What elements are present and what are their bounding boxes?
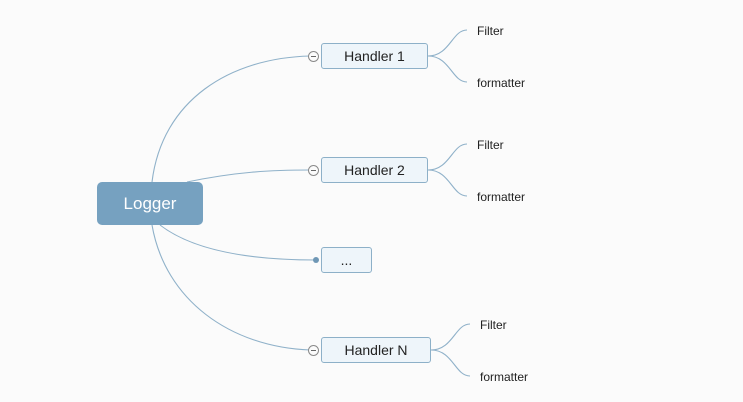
connector-handler-n-formatter bbox=[430, 349, 471, 377]
connector-root-ellipsis bbox=[159, 224, 317, 261]
connector-handler-1-filter bbox=[427, 29, 468, 57]
root-node-label: Logger bbox=[123, 193, 177, 213]
connector-root-handler-1 bbox=[151, 55, 311, 183]
node-handler-n[interactable]: Handler N bbox=[321, 337, 431, 363]
root-node-logger[interactable]: Logger bbox=[97, 182, 203, 225]
leaf-formatter-1[interactable]: formatter bbox=[477, 76, 526, 90]
node-handler-1[interactable]: Handler 1 bbox=[321, 43, 428, 69]
node-label: Handler 2 bbox=[344, 162, 405, 178]
leaf-filter-1[interactable]: Filter bbox=[477, 24, 504, 38]
connector-dot-icon bbox=[313, 257, 319, 263]
leaf-filter-n[interactable]: Filter bbox=[480, 318, 507, 332]
node-handler-2[interactable]: Handler 2 bbox=[321, 157, 428, 183]
connector-handler-n-filter bbox=[430, 323, 471, 351]
collapse-toggle-icon[interactable] bbox=[308, 165, 319, 176]
connector-handler-2-formatter bbox=[427, 169, 468, 197]
leaf-formatter-2[interactable]: formatter bbox=[477, 190, 526, 204]
connector-handler-1-formatter bbox=[427, 55, 468, 83]
collapse-toggle-icon[interactable] bbox=[308, 51, 319, 62]
node-ellipsis[interactable]: ... bbox=[321, 247, 372, 273]
connector-root-handler-2 bbox=[186, 169, 311, 183]
leaf-formatter-n[interactable]: formatter bbox=[480, 370, 529, 384]
leaf-filter-2[interactable]: Filter bbox=[477, 138, 504, 152]
connector-handler-2-filter bbox=[427, 143, 468, 171]
connector-root-handler-n bbox=[151, 224, 311, 351]
node-label: Handler 1 bbox=[344, 48, 405, 64]
node-label: ... bbox=[340, 252, 353, 268]
collapse-toggle-icon[interactable] bbox=[308, 345, 319, 356]
node-label: Handler N bbox=[344, 342, 408, 358]
